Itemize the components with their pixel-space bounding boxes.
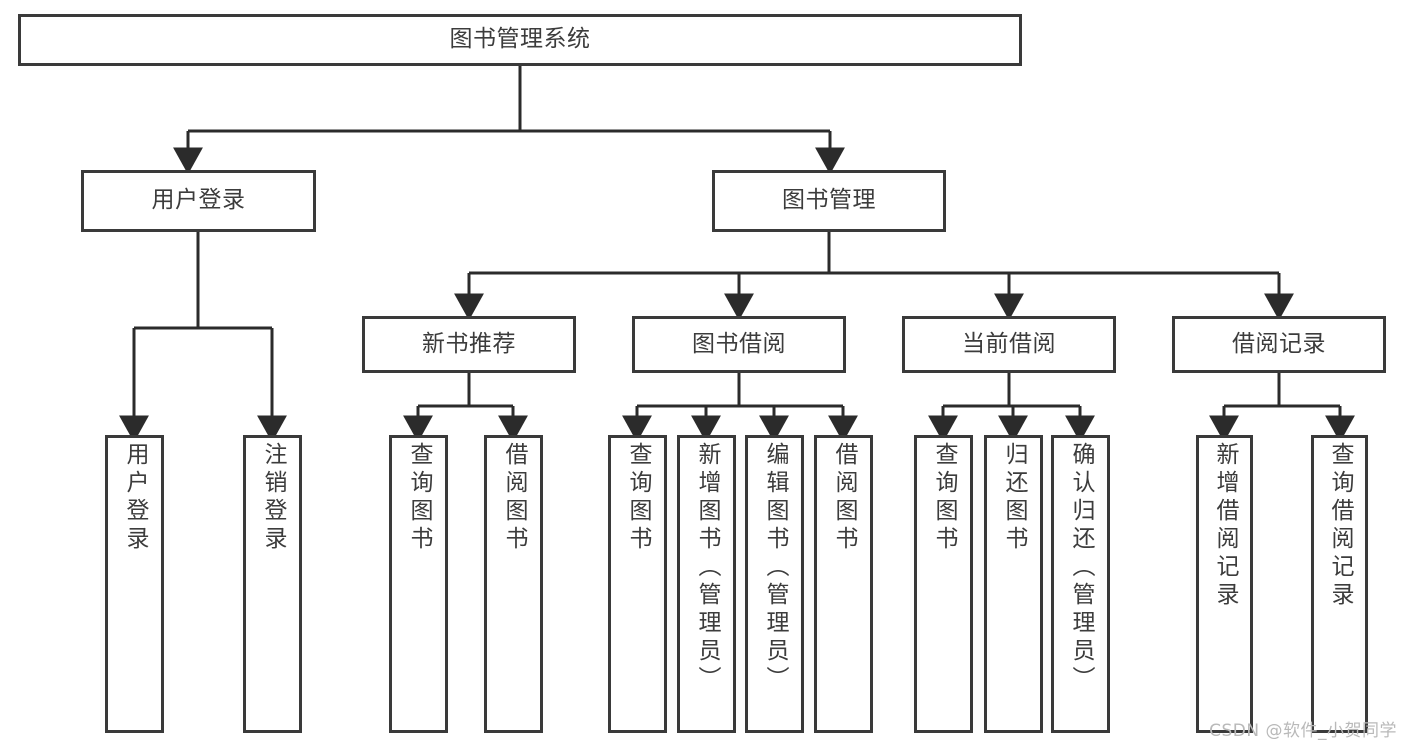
- node-user-login-label: 用户登录: [151, 187, 246, 214]
- node-leaf-return-book-label: 归还图书: [1001, 442, 1027, 554]
- node-leaf-user-login-label: 用户登录: [122, 442, 148, 554]
- node-root[interactable]: 图书管理系统: [18, 14, 1022, 66]
- node-borrow-record-label: 借阅记录: [1232, 330, 1326, 357]
- node-leaf-borrow-book-2[interactable]: 借阅图书: [814, 435, 873, 733]
- node-leaf-query-book-1[interactable]: 查询图书: [389, 435, 448, 733]
- node-leaf-borrow-book-1[interactable]: 借阅图书: [484, 435, 543, 733]
- node-leaf-add-record-label: 新增借阅记录: [1212, 442, 1238, 610]
- node-book-manage-label: 图书管理: [782, 187, 876, 214]
- node-book-borrow[interactable]: 图书借阅: [632, 316, 846, 373]
- node-leaf-query-book-2-label: 查询图书: [625, 442, 651, 554]
- node-leaf-query-record-label: 查询借阅记录: [1327, 442, 1353, 610]
- node-current-borrow[interactable]: 当前借阅: [902, 316, 1116, 373]
- node-root-label: 图书管理系统: [449, 26, 591, 53]
- node-leaf-query-record[interactable]: 查询借阅记录: [1311, 435, 1368, 733]
- node-leaf-user-login[interactable]: 用户登录: [105, 435, 164, 733]
- node-leaf-query-book-1-label: 查询图书: [406, 442, 432, 554]
- node-leaf-add-book-label: 新增图书（管理员）: [694, 442, 720, 694]
- node-leaf-return-book[interactable]: 归还图书: [984, 435, 1043, 733]
- node-leaf-edit-book-label: 编辑图书（管理员）: [762, 442, 788, 694]
- node-user-login[interactable]: 用户登录: [81, 170, 316, 232]
- node-leaf-logout[interactable]: 注销登录: [243, 435, 302, 733]
- node-leaf-edit-book[interactable]: 编辑图书（管理员）: [745, 435, 804, 733]
- node-new-book-rec-label: 新书推荐: [422, 330, 516, 357]
- node-leaf-add-record[interactable]: 新增借阅记录: [1196, 435, 1253, 733]
- node-leaf-confirm-return-label: 确认归还（管理员）: [1068, 442, 1094, 694]
- node-leaf-add-book[interactable]: 新增图书（管理员）: [677, 435, 736, 733]
- node-book-borrow-label: 图书借阅: [692, 330, 786, 357]
- node-leaf-query-book-3[interactable]: 查询图书: [914, 435, 973, 733]
- node-current-borrow-label: 当前借阅: [962, 330, 1056, 357]
- node-leaf-borrow-book-1-label: 借阅图书: [501, 442, 527, 554]
- node-book-manage[interactable]: 图书管理: [712, 170, 946, 232]
- node-leaf-logout-label: 注销登录: [260, 442, 286, 554]
- node-leaf-query-book-2[interactable]: 查询图书: [608, 435, 667, 733]
- node-leaf-confirm-return[interactable]: 确认归还（管理员）: [1051, 435, 1110, 733]
- node-leaf-query-book-3-label: 查询图书: [931, 442, 957, 554]
- node-borrow-record[interactable]: 借阅记录: [1172, 316, 1386, 373]
- node-leaf-borrow-book-2-label: 借阅图书: [831, 442, 857, 554]
- node-new-book-rec[interactable]: 新书推荐: [362, 316, 576, 373]
